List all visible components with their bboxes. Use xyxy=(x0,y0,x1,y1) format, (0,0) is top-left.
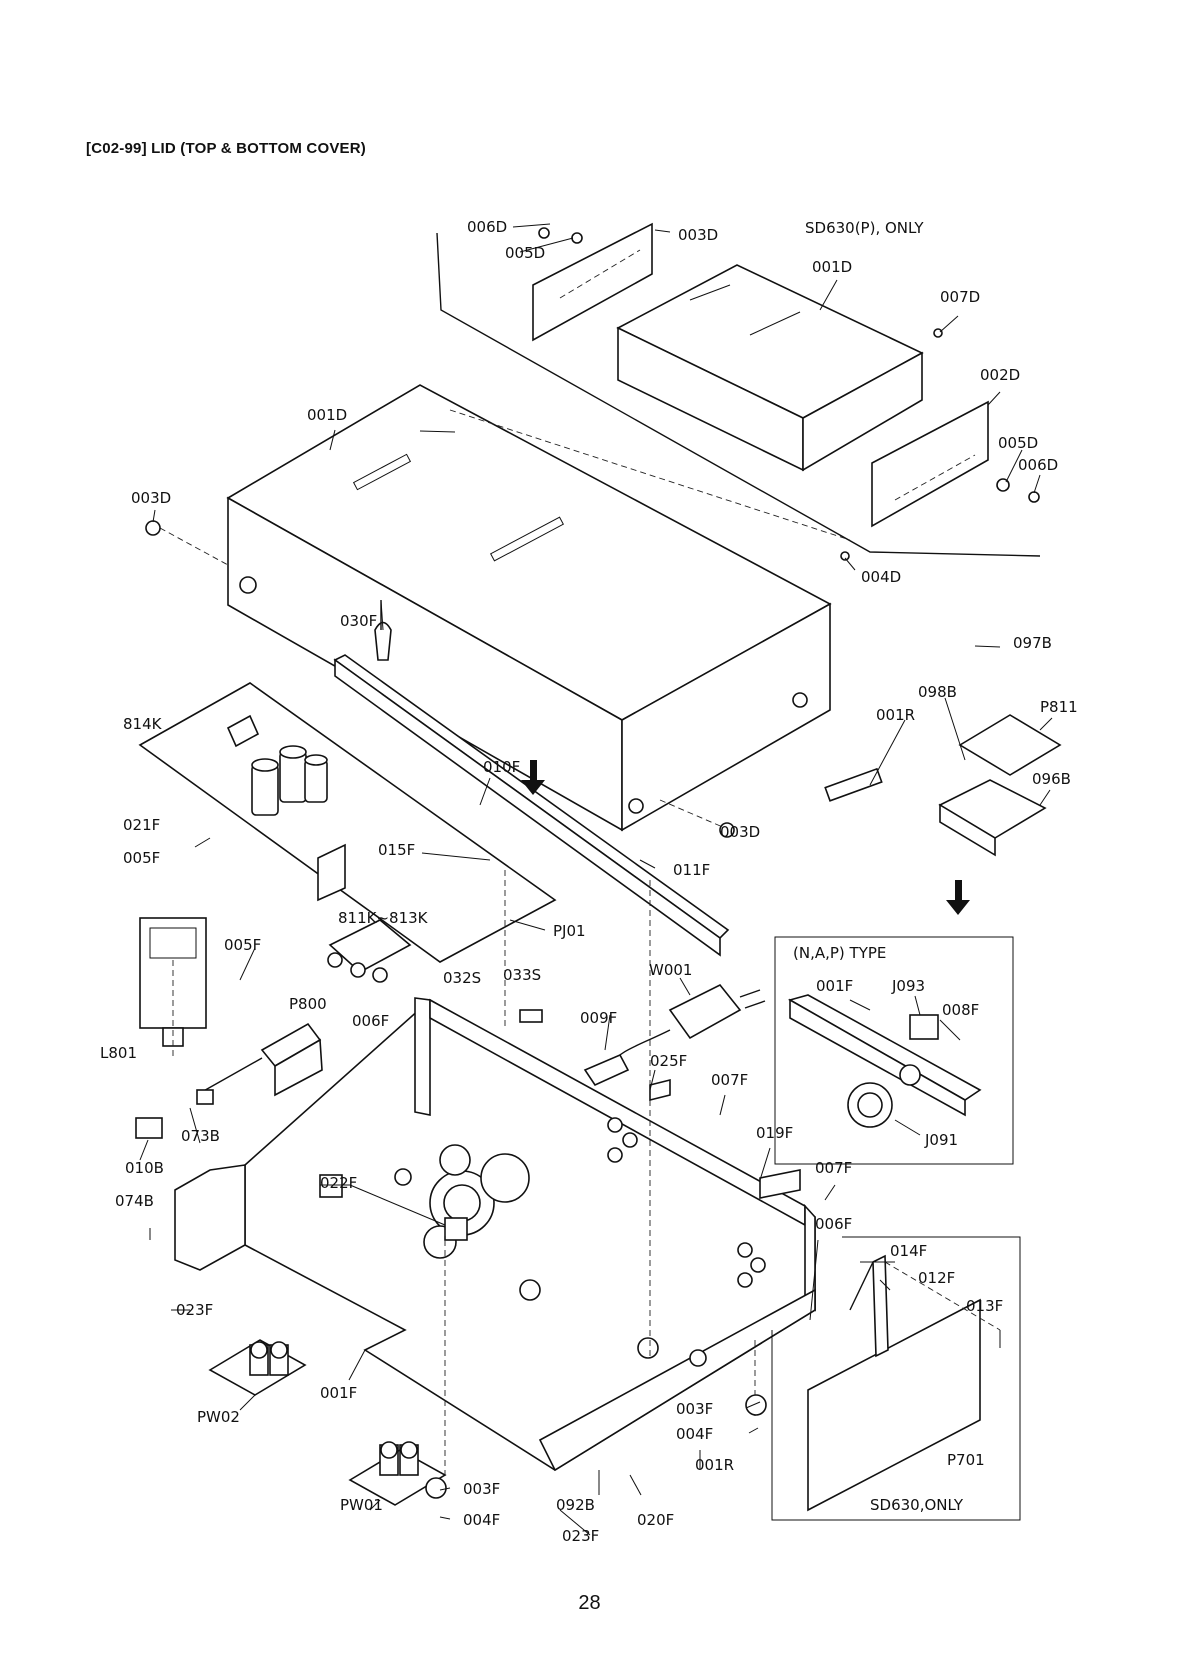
label-003f: 003F xyxy=(676,1400,713,1418)
label-pj01: PJ01 xyxy=(553,922,586,940)
label-019f: 019F xyxy=(756,1124,793,1142)
label-006f: 006F xyxy=(815,1215,852,1233)
label-021f: 021F xyxy=(123,816,160,834)
label-w001: W001 xyxy=(649,961,692,979)
label-096b: 096B xyxy=(1032,770,1071,788)
label-003d: 003D xyxy=(678,226,718,244)
label-001f: 001F xyxy=(320,1384,357,1402)
label-005f: 005F xyxy=(123,849,160,867)
label-013f: 013F xyxy=(966,1297,1003,1315)
label-j093: J093 xyxy=(891,977,925,995)
label-025f: 025F xyxy=(650,1052,687,1070)
note-sd630p-only: SD630(P), ONLY xyxy=(805,219,924,237)
label-811k-813k: 811K~813K xyxy=(338,909,429,927)
label-033s: 033S xyxy=(503,966,541,984)
label-p811: P811 xyxy=(1040,698,1078,716)
note-nap-type: (N,A,P) TYPE xyxy=(793,944,886,962)
label-020f: 020F xyxy=(637,1511,674,1529)
jack-board-pw02 xyxy=(208,1339,307,1396)
note-sd630-only: SD630,ONLY xyxy=(870,1496,964,1514)
label-005d: 005D xyxy=(505,244,545,262)
label-p701: P701 xyxy=(947,1451,985,1469)
label-006f: 006F xyxy=(352,1012,389,1030)
label-007f: 007F xyxy=(711,1071,748,1089)
bracket-096b xyxy=(824,714,1062,915)
sd630p-group xyxy=(436,222,1041,557)
bracket-010f xyxy=(333,600,730,957)
label-030f: 030F xyxy=(340,612,377,630)
label-023f: 023F xyxy=(562,1527,599,1545)
label-004d: 004D xyxy=(861,568,901,586)
label-074b: 074B xyxy=(115,1192,154,1210)
label-004f: 004F xyxy=(676,1425,713,1443)
label-002d: 002D xyxy=(980,366,1020,384)
label-pw02: PW02 xyxy=(197,1408,240,1426)
label-001r: 001R xyxy=(695,1456,734,1474)
label-005d: 005D xyxy=(998,434,1038,452)
label-009f: 009F xyxy=(580,1009,617,1027)
power-cord-w001 xyxy=(583,983,766,1087)
label-073b: 073B xyxy=(181,1127,220,1145)
label-011f: 011F xyxy=(673,861,710,879)
label-010f: 010F xyxy=(483,758,520,776)
switch-p800 xyxy=(135,1022,323,1139)
label-001r: 001R xyxy=(876,706,915,724)
label-006d: 006D xyxy=(1018,456,1058,474)
bottom-chassis xyxy=(174,870,816,1480)
label-003d: 003D xyxy=(720,823,760,841)
label-003d: 003D xyxy=(131,489,171,507)
label-j091: J091 xyxy=(924,1131,958,1149)
label-014f: 014F xyxy=(890,1242,927,1260)
nap-type-inset xyxy=(774,936,1014,1165)
label-022f: 022F xyxy=(320,1174,357,1192)
leader-lines xyxy=(139,223,1053,1536)
label-015f: 015F xyxy=(378,841,415,859)
label-001d: 001D xyxy=(307,406,347,424)
label-003f: 003F xyxy=(463,1480,500,1498)
side-panel-002d xyxy=(871,400,989,528)
label-001d: 001D xyxy=(812,258,852,276)
label-097b: 097B xyxy=(1013,634,1052,652)
jack-board-pw01 xyxy=(348,1394,767,1506)
part-labels: 006D 005D 003D SD630(P), ONLY 001D 007D … xyxy=(100,218,1078,1545)
label-010b: 010B xyxy=(125,1159,164,1177)
label-012f: 012F xyxy=(918,1269,955,1287)
diagram-heading: [C02-99] LID (TOP & BOTTOM COVER) xyxy=(86,140,366,157)
label-005f: 005F xyxy=(224,936,261,954)
label-008f: 008F xyxy=(942,1001,979,1019)
label-007f: 007F xyxy=(815,1159,852,1177)
transformer-l801 xyxy=(139,917,207,1060)
label-032s: 032S xyxy=(443,969,481,987)
label-098b: 098B xyxy=(918,683,957,701)
label-pw01: PW01 xyxy=(340,1496,383,1514)
label-023f: 023F xyxy=(176,1301,213,1319)
label-814k: 814K xyxy=(123,715,163,733)
main-top-cover-001d xyxy=(145,384,851,838)
front-panel-003d xyxy=(532,222,653,342)
label-l801: L801 xyxy=(100,1044,137,1062)
label-006d: 006D xyxy=(467,218,507,236)
power-board-pj01 xyxy=(138,682,557,983)
label-p800: P800 xyxy=(289,995,327,1013)
label-001f: 001F xyxy=(816,977,853,995)
page-number: 28 xyxy=(578,1592,601,1614)
sd630-inset xyxy=(771,1236,1021,1521)
label-092b: 092B xyxy=(556,1496,595,1514)
label-007d: 007D xyxy=(940,288,980,306)
label-004f: 004F xyxy=(463,1511,500,1529)
